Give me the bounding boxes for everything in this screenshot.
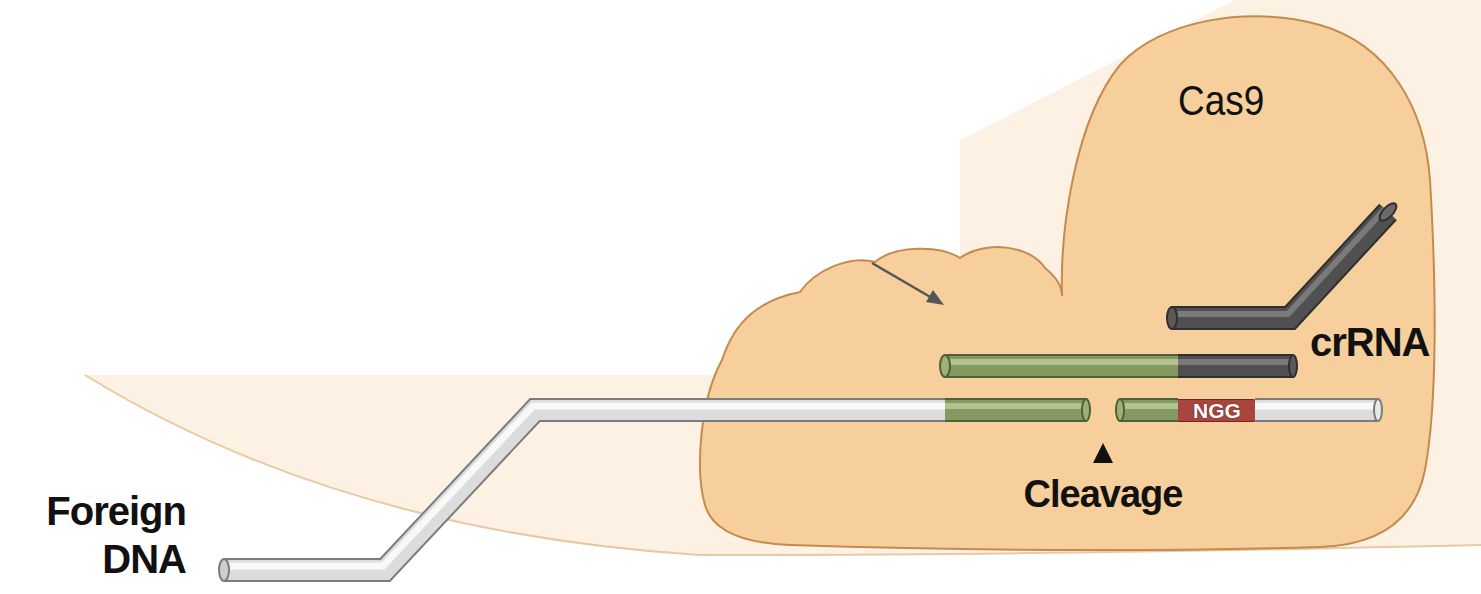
cleavage-label: Cleavage <box>993 472 1213 518</box>
pam-sequence: NGG <box>1177 400 1257 421</box>
protein-outline <box>690 5 1450 555</box>
rna-label: crRNA <box>1310 318 1480 366</box>
cas9-protein: Cas9NGG <box>690 5 1450 555</box>
dna-label: Foreign DNA <box>0 487 186 583</box>
cell-region <box>85 0 1481 555</box>
protein-name: Cas9 <box>1178 77 1264 125</box>
pam-box: NGG <box>1176 399 1256 422</box>
protein-shape <box>700 16 1435 550</box>
